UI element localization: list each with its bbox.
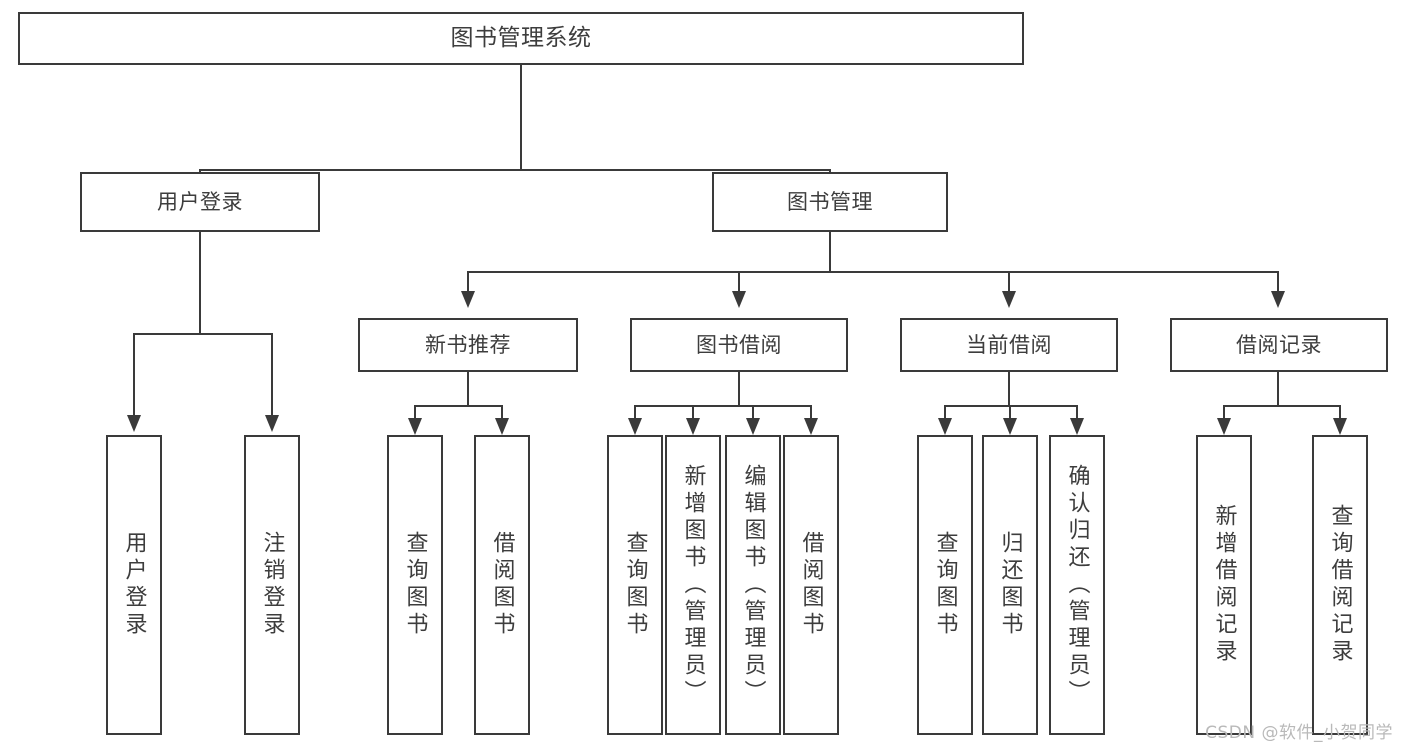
leaf-current-borrow-confirm-return[interactable]: 确认归还（管理员） [1049,435,1105,735]
connector-user-login-stem [199,232,201,335]
node-label: 当前借阅 [966,332,1052,357]
leaf-borrow-record-query[interactable]: 查询借阅记录 [1312,435,1368,735]
connector-book-borrow-leaf-4 [810,405,812,420]
leaf-borrow-record-add[interactable]: 新增借阅记录 [1196,435,1252,735]
connector-book-manage-bar [467,271,1278,273]
connector-user-login-to-leaf-1 [133,333,135,418]
arrowhead-new-book-leaf-2 [495,418,509,435]
connector-new-book-leaf-1 [414,405,416,420]
connector-book-borrow-stem [738,372,740,407]
connector-user-login-bar [133,333,272,335]
connector-root-stem [520,65,522,171]
arrowhead-to-borrow-record [1271,291,1285,308]
arrowhead-to-current-borrow [1002,291,1016,308]
connector-borrow-record-stem [1277,372,1279,407]
node-new-book-recommend[interactable]: 新书推荐 [358,318,578,372]
connector-borrow-record-leaf-2 [1339,405,1341,420]
connector-to-borrow-record [1277,271,1279,293]
node-label: 查询图书 [932,531,958,639]
node-label: 借阅图书 [489,531,515,639]
arrowhead-to-new-book [461,291,475,308]
connector-new-book-stem [467,372,469,407]
connector-book-borrow-leaf-1 [634,405,636,420]
node-label: 新书推荐 [425,332,511,357]
node-label: 归还图书 [997,531,1023,639]
connector-book-borrow-leaf-3 [752,405,754,420]
node-label: 新增图书（管理员） [680,463,706,707]
node-label: 编辑图书（管理员） [740,463,766,707]
node-label: 查询图书 [622,531,648,639]
connector-current-borrow-stem [1008,372,1010,407]
arrowhead-current-borrow-leaf-3 [1070,418,1084,435]
leaf-book-borrow-edit[interactable]: 编辑图书（管理员） [725,435,781,735]
leaf-book-borrow-query[interactable]: 查询图书 [607,435,663,735]
arrowhead-book-borrow-leaf-4 [804,418,818,435]
node-label: 借阅图书 [798,531,824,639]
connector-current-borrow-leaf-3 [1076,405,1078,420]
arrowhead-book-borrow-leaf-2 [686,418,700,435]
node-label: 用户登录 [121,531,147,639]
connector-to-book-borrow [738,271,740,293]
node-user-login[interactable]: 用户登录 [80,172,320,232]
connector-book-manage-stem [829,232,831,273]
node-label: 新增借阅记录 [1211,504,1237,666]
leaf-new-book-query[interactable]: 查询图书 [387,435,443,735]
node-label: 图书管理系统 [450,24,592,51]
node-label: 查询借阅记录 [1327,504,1353,666]
connector-book-borrow-leaf-2 [692,405,694,420]
arrowhead-borrow-record-leaf-1 [1217,418,1231,435]
node-borrow-record[interactable]: 借阅记录 [1170,318,1388,372]
node-book-borrow[interactable]: 图书借阅 [630,318,848,372]
node-label: 注销登录 [259,531,285,639]
connector-current-borrow-leaf-1 [944,405,946,420]
connector-to-new-book [467,271,469,293]
node-label: 图书借阅 [696,332,782,357]
watermark: CSDN @软件_小贺同学 [1205,723,1393,743]
node-label: 查询图书 [402,531,428,639]
arrowhead-user-login-leaf-2 [265,415,279,432]
leaf-book-borrow-borrow[interactable]: 借阅图书 [783,435,839,735]
arrowhead-borrow-record-leaf-2 [1333,418,1347,435]
leaf-current-borrow-return[interactable]: 归还图书 [982,435,1038,735]
node-label: 用户登录 [157,189,243,214]
arrowhead-book-borrow-leaf-1 [628,418,642,435]
connector-new-book-leaf-2 [501,405,503,420]
connector-root-bar [199,169,831,171]
node-label: 确认归还（管理员） [1064,463,1090,707]
arrowhead-user-login-leaf-1 [127,415,141,432]
connector-user-login-to-leaf-2 [271,333,273,418]
leaf-new-book-borrow[interactable]: 借阅图书 [474,435,530,735]
leaf-book-borrow-add[interactable]: 新增图书（管理员） [665,435,721,735]
node-book-management[interactable]: 图书管理 [712,172,948,232]
connector-borrow-record-bar [1223,405,1340,407]
node-root-system[interactable]: 图书管理系统 [18,12,1024,65]
connector-borrow-record-leaf-1 [1223,405,1225,420]
connector-book-borrow-bar [634,405,810,407]
leaf-user-login-login[interactable]: 用户登录 [106,435,162,735]
arrowhead-current-borrow-leaf-1 [938,418,952,435]
connector-new-book-bar [414,405,502,407]
arrowhead-current-borrow-leaf-2 [1003,418,1017,435]
node-label: 借阅记录 [1236,332,1322,357]
leaf-user-login-logout[interactable]: 注销登录 [244,435,300,735]
arrowhead-to-book-borrow [732,291,746,308]
arrowhead-new-book-leaf-1 [408,418,422,435]
connector-to-current-borrow [1008,271,1010,293]
node-label: 图书管理 [787,189,873,214]
leaf-current-borrow-query[interactable]: 查询图书 [917,435,973,735]
node-current-borrow[interactable]: 当前借阅 [900,318,1118,372]
arrowhead-book-borrow-leaf-3 [746,418,760,435]
connector-current-borrow-leaf-2 [1009,405,1011,420]
